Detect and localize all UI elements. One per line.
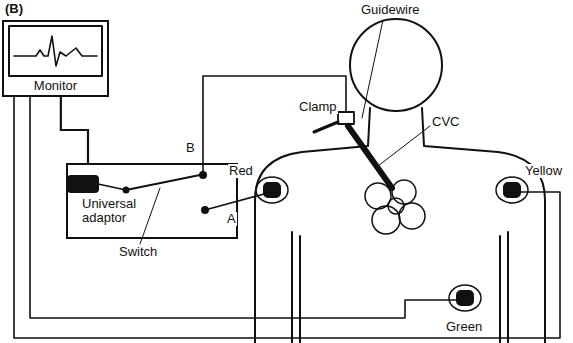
plug <box>68 176 98 192</box>
adaptor-box: Universal adaptor <box>66 163 238 239</box>
body-outline <box>255 108 370 343</box>
node-text: Monitor <box>34 79 77 93</box>
head <box>350 19 442 111</box>
color-label: Red <box>228 164 254 178</box>
leader-line <box>140 188 160 244</box>
arm-lines <box>292 232 508 343</box>
switch-wire <box>98 184 126 190</box>
lead-wire <box>30 96 457 318</box>
terminal-label: A <box>226 212 237 226</box>
part-label: Guidewire <box>360 3 421 17</box>
node-text: Universal adaptor <box>82 197 152 226</box>
electrode <box>449 285 481 311</box>
leader-line <box>378 126 430 166</box>
panel-letter: (B) <box>4 2 24 16</box>
electrode <box>496 177 528 203</box>
color-label: Yellow <box>524 164 563 178</box>
cvc-catheter <box>348 126 392 188</box>
heart <box>365 180 425 234</box>
terminal-label: B <box>185 141 196 155</box>
wire-a <box>205 194 264 210</box>
wire-b <box>203 76 346 175</box>
body-outline <box>422 108 545 343</box>
pivot <box>124 188 129 193</box>
monitor-box: Monitor <box>2 20 109 97</box>
part-label: Switch <box>118 245 158 259</box>
lead-wire <box>14 96 560 338</box>
cable <box>61 97 88 163</box>
color-label: Green <box>445 320 483 334</box>
electrode <box>256 177 288 203</box>
switch-lever <box>126 175 200 190</box>
part-label: Clamp <box>298 100 338 114</box>
part-label: CVC <box>431 115 460 129</box>
leader-line <box>362 20 383 118</box>
monitor-screen <box>9 26 102 76</box>
ecg-trace <box>14 36 97 66</box>
